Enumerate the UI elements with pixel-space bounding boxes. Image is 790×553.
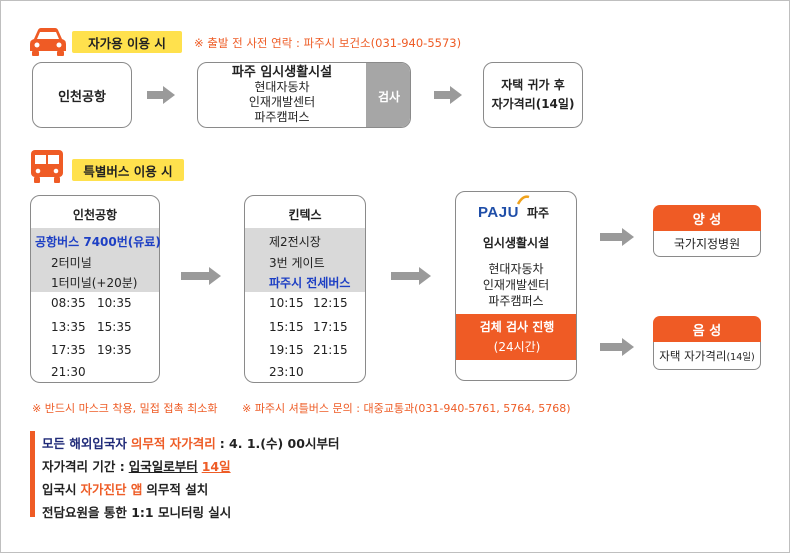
bus-kintex-box: 킨텍스 제2전시장 3번 게이트 파주시 전세버스 10:15 12:15 15… bbox=[244, 195, 366, 383]
bus-airport-route: 공항버스 7400번(유료) bbox=[35, 235, 161, 249]
car-home-line: 자가격리(14일) bbox=[491, 97, 575, 111]
bus-time: 10:15 bbox=[269, 296, 304, 310]
car-facility-line: 현대자동차 bbox=[254, 80, 310, 94]
negative-result-text: 자택 자가격리 bbox=[659, 348, 727, 363]
bus-airport-stop: 1터미널(+20분) bbox=[51, 276, 138, 290]
bus-time: 17:15 bbox=[313, 320, 348, 334]
car-facility-line: 파주캠퍼스 bbox=[254, 110, 310, 124]
bus-time: 13:35 bbox=[51, 320, 86, 334]
arrow-right-icon bbox=[147, 86, 175, 104]
bus-time: 21:30 bbox=[51, 365, 86, 379]
car-facility-line: 인재개발센터 bbox=[248, 95, 316, 109]
arrow-right-icon bbox=[391, 267, 431, 285]
car-facility-box: 파주 임시생활시설 현대자동차 인재개발센터 파주캠퍼스 검사 bbox=[197, 62, 411, 128]
info-line-2-a: 자가격리 기간 : bbox=[42, 459, 125, 474]
bus-test-sub: (24시간) bbox=[493, 340, 541, 354]
arrow-right-icon bbox=[600, 228, 634, 246]
car-test-label: 검사 bbox=[377, 89, 401, 104]
positive-result: 국가지정병원 bbox=[653, 231, 761, 257]
car-home-box: 자택 귀가 후 자가격리(14일) bbox=[483, 62, 583, 128]
bus-kintex-stop: 3번 게이트 bbox=[269, 256, 325, 270]
bus-facility-line: 현대자동차 bbox=[488, 262, 544, 276]
car-airport-box: 인천공항 bbox=[32, 62, 132, 128]
bus-time: 19:15 bbox=[269, 343, 304, 357]
info-accent-bar bbox=[30, 431, 35, 517]
bus-airport-box: 인천공항 공항버스 7400번(유료) 2터미널 1터미널(+20분) 08:3… bbox=[30, 195, 161, 383]
car-test-cell: 검사 bbox=[366, 63, 410, 127]
bus-facility-box: PAJU 파주 임시생활시설 현대자동차 인재개발센터 파주캠퍼스 검체 검사 … bbox=[455, 191, 577, 381]
paju-logo-mark bbox=[516, 195, 530, 205]
info-line-2: 자가격리 기간 : 입국일로부터 14일 bbox=[42, 456, 231, 475]
info-line-3: 입국시 자가진단 앱 의무적 설치 bbox=[42, 479, 208, 498]
car-facility-title: 파주 임시생활시설 bbox=[231, 65, 333, 80]
bus-kintex-title: 킨텍스 bbox=[288, 208, 322, 222]
bus-test-panel: 검체 검사 진행 (24시간) bbox=[456, 314, 576, 360]
bus-time: 15:35 bbox=[97, 320, 132, 334]
bus-facility-line: 인재개발센터 bbox=[482, 278, 550, 292]
negative-result-days: (14일) bbox=[726, 351, 755, 363]
bus-airport-title: 인천공항 bbox=[72, 208, 118, 222]
negative-label: 음 성 bbox=[653, 316, 761, 342]
bus-airport-highlight bbox=[31, 228, 159, 292]
bus-test-title: 검체 검사 진행 bbox=[479, 320, 555, 334]
paju-logo: PAJU 파주 bbox=[478, 202, 549, 221]
positive-label: 양 성 bbox=[653, 205, 761, 231]
shuttle-note: ※ 파주시 셔틀버스 문의 : 대중교통과(031-940-5761, 5764… bbox=[242, 402, 571, 415]
info-line-4: 전담요원을 통한 1:1 모니터링 실시 bbox=[42, 505, 232, 520]
bus-facility-line: 파주캠퍼스 bbox=[488, 294, 544, 308]
bus-time: 08:35 bbox=[51, 296, 86, 310]
bus-kintex-route: 파주시 전세버스 bbox=[269, 276, 351, 290]
bus-time: 21:15 bbox=[313, 343, 348, 357]
bus-icon bbox=[31, 150, 63, 183]
mask-note: ※ 반드시 마스크 착용, 밀접 접촉 최소화 bbox=[32, 402, 218, 415]
bus-section-tag: 특별버스 이용 시 bbox=[72, 159, 184, 181]
car-section-tag: 자가용 이용 시 bbox=[72, 31, 182, 53]
info-line-2-b: 입국일로부터 bbox=[128, 459, 198, 474]
bus-airport-stop: 2터미널 bbox=[51, 256, 92, 270]
bus-kintex-highlight bbox=[245, 228, 365, 292]
info-line-3-b: 자가진단 앱 bbox=[80, 482, 143, 497]
bus-facility-title: 임시생활시설 bbox=[482, 236, 550, 250]
arrow-right-icon bbox=[434, 86, 462, 104]
arrow-right-icon bbox=[600, 338, 634, 356]
paju-logo-text: PAJU bbox=[478, 204, 519, 221]
info-line-1: 모든 해외입국자 의무적 자가격리 : 4. 1.(수) 00시부터 bbox=[42, 433, 339, 452]
car-airport-label: 인천공항 bbox=[58, 89, 106, 105]
bus-time: 12:15 bbox=[313, 296, 348, 310]
arrow-right-icon bbox=[181, 267, 221, 285]
bus-time: 19:35 bbox=[97, 343, 132, 357]
car-icon bbox=[30, 28, 66, 56]
negative-result: 자택 자가격리 (14일) bbox=[653, 342, 761, 370]
bus-time: 15:15 bbox=[269, 320, 304, 334]
bus-time: 10:35 bbox=[97, 296, 132, 310]
info-line-2-c: 14일 bbox=[201, 459, 231, 474]
car-home-line: 자택 귀가 후 bbox=[501, 78, 565, 92]
info-line-1-c: : 4. 1.(수) 00시부터 bbox=[219, 436, 340, 451]
car-contact-note: ※ 출발 전 사전 연락 : 파주시 보건소(031-940-5573) bbox=[194, 36, 462, 50]
paju-logo-suffix: 파주 bbox=[527, 206, 550, 220]
info-line-3-a: 입국시 bbox=[42, 482, 77, 497]
info-line-1-a: 모든 해외입국자 bbox=[42, 436, 127, 451]
bus-time: 23:10 bbox=[269, 365, 304, 379]
info-line-3-c: 의무적 설치 bbox=[146, 482, 209, 497]
bus-time: 17:35 bbox=[51, 343, 86, 357]
info-line-1-b: 의무적 자가격리 bbox=[130, 436, 216, 451]
bus-kintex-stop: 제2전시장 bbox=[269, 235, 321, 249]
